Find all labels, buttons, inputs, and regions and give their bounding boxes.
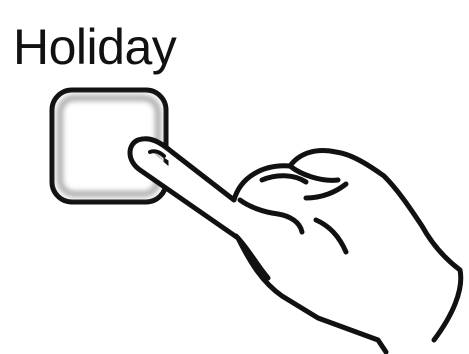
- pointing-hand-icon: [130, 139, 461, 352]
